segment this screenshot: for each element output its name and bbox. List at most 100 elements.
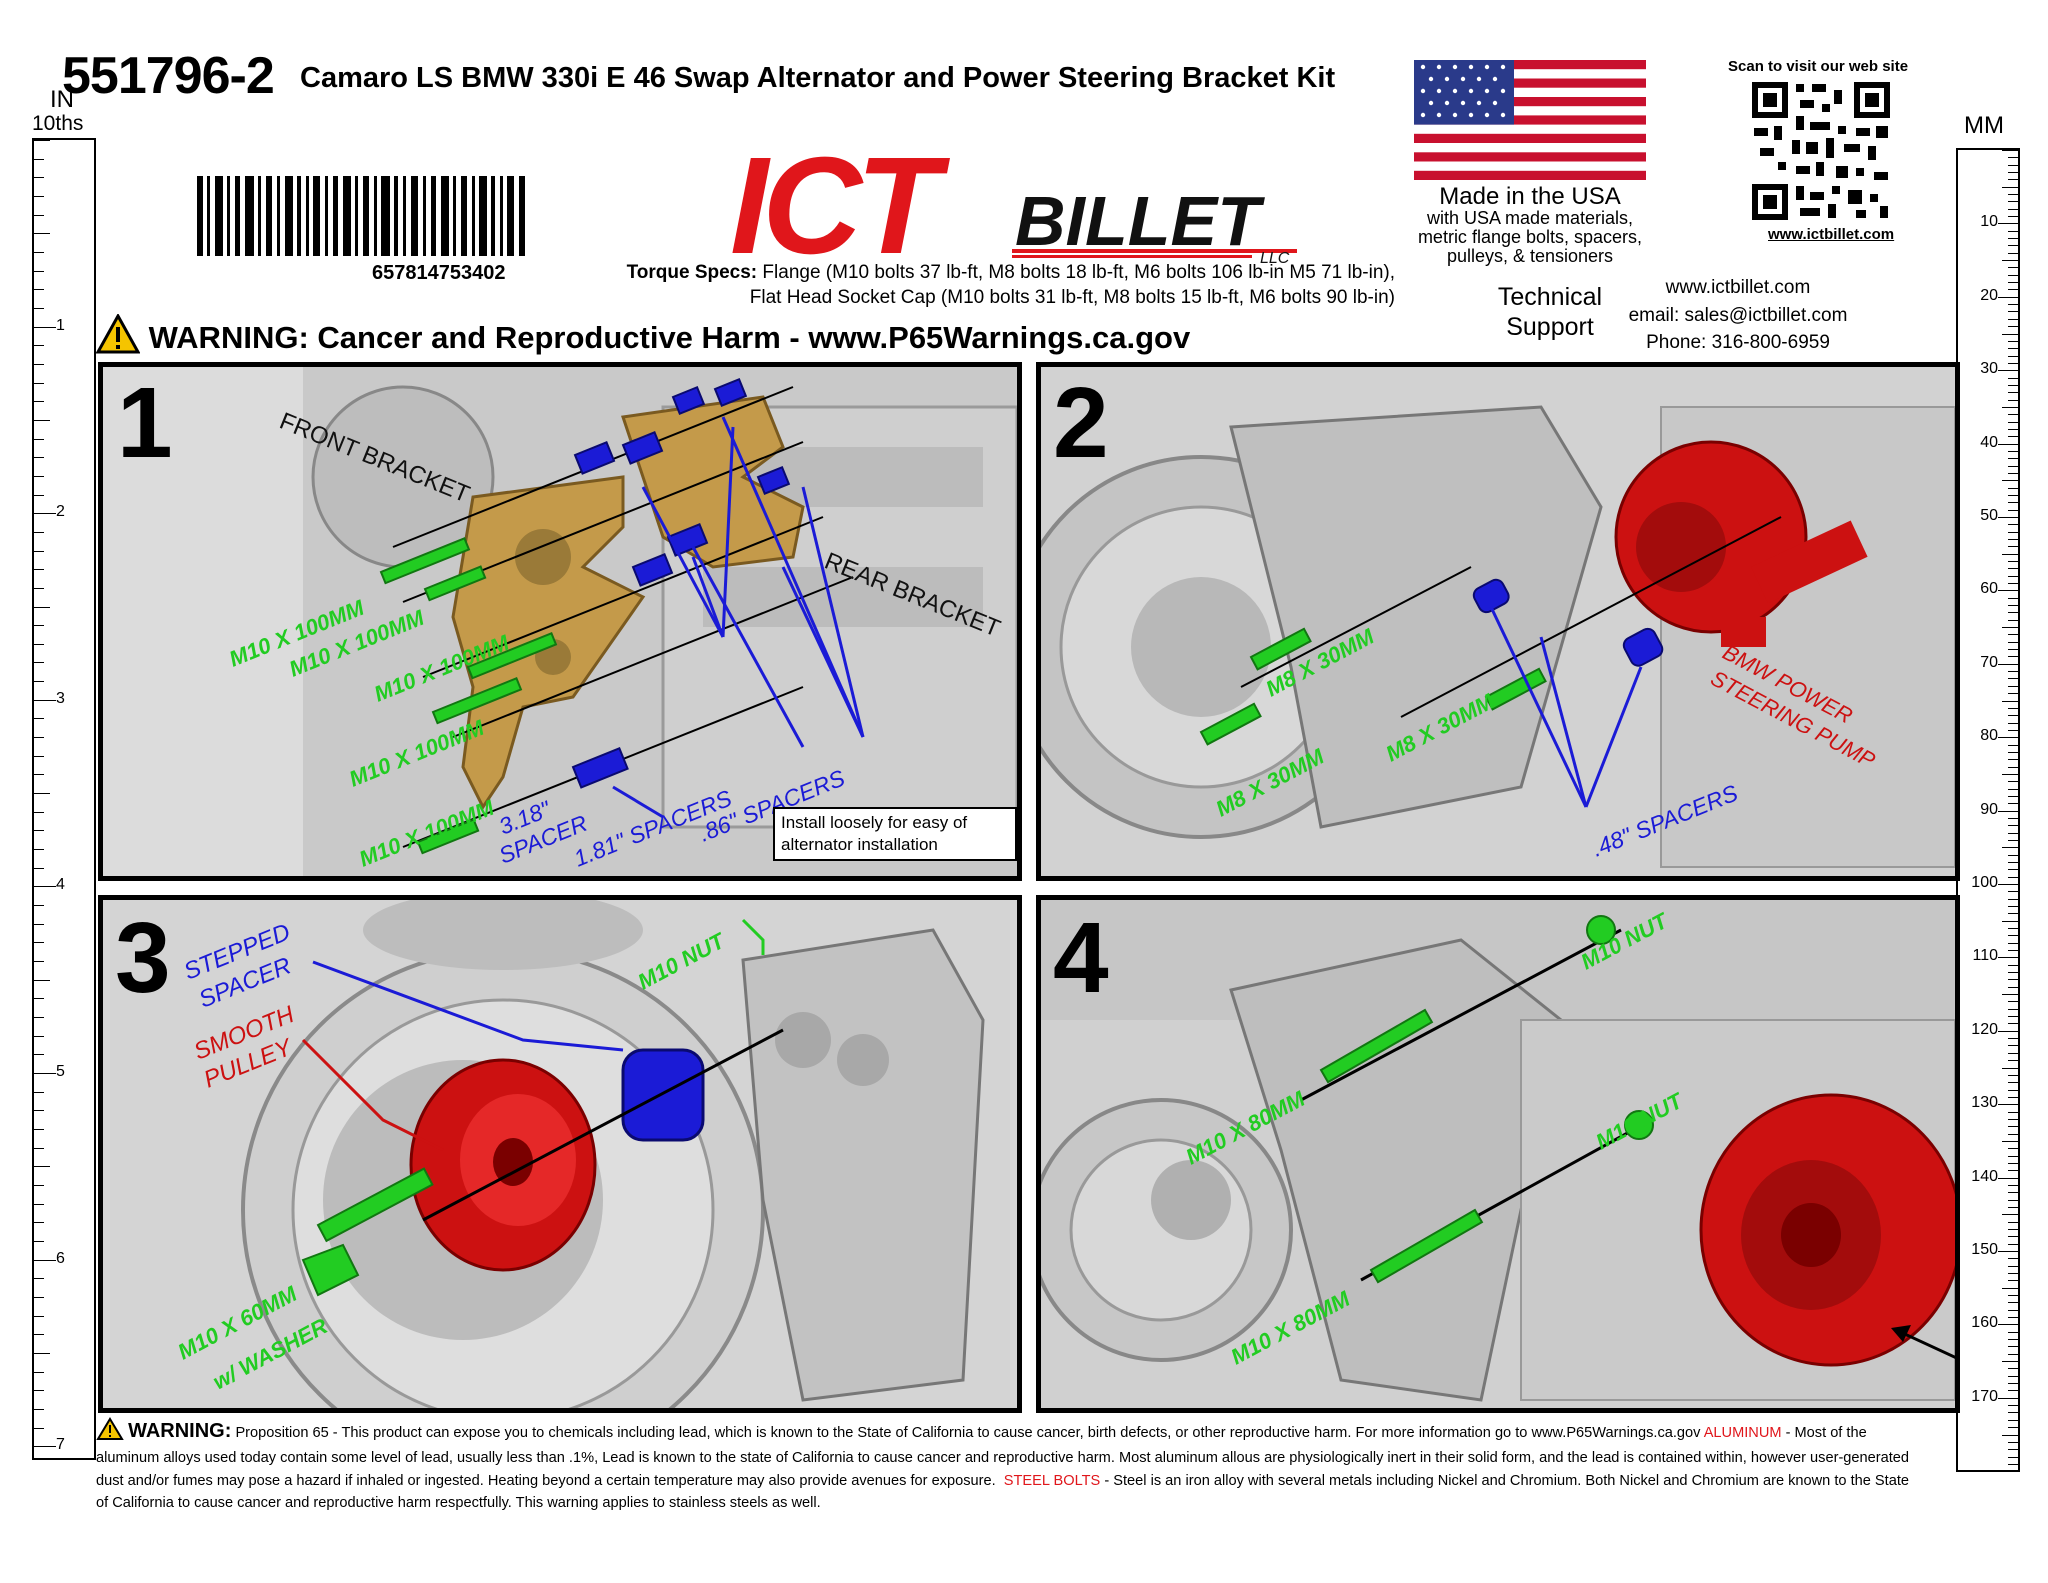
ruler-minor-tick	[2008, 1038, 2018, 1040]
ruler-label: 40	[1980, 433, 1998, 452]
ruler-minor-tick	[34, 923, 44, 925]
ruler-minor-tick	[34, 998, 44, 1000]
ruler-minor-tick	[2008, 1206, 2018, 1208]
ruler-minor-tick	[2008, 744, 2018, 746]
ruler-minor-tick	[2002, 480, 2018, 482]
contact-info: www.ictbillet.com email: sales@ictbillet…	[1598, 274, 1878, 357]
ruler-minor-tick	[2008, 502, 2018, 504]
ruler-minor-tick	[34, 401, 44, 403]
ruler-minor-tick	[34, 625, 44, 627]
ruler-minor-tick	[34, 1315, 44, 1317]
ruler-minor-tick	[34, 1203, 44, 1205]
ruler-label: 3	[56, 689, 65, 708]
ruler-minor-tick	[2002, 406, 2018, 408]
ruler-minor-tick	[2008, 1258, 2018, 1260]
install-note-line-1: Install loosely for easy of	[781, 813, 968, 832]
ruler-minor-tick	[2008, 1045, 2018, 1047]
aluminum-label: ALUMINUM	[1703, 1425, 1782, 1441]
ruler-minor-tick	[2008, 839, 2018, 841]
ruler-label: 7	[56, 1436, 65, 1455]
ruler-minor-tick	[34, 755, 44, 757]
ruler-minor-tick	[34, 811, 44, 813]
ruler-minor-tick	[2008, 1096, 2018, 1098]
ruler-minor-tick	[34, 1035, 44, 1037]
ruler-minor-tick	[2008, 1162, 2018, 1164]
install-note-line-2: alternator installation	[781, 835, 938, 855]
ruler-minor-tick	[2008, 1463, 2018, 1465]
ruler-minor-tick	[34, 1278, 44, 1280]
ruler-major-tick	[1996, 590, 2018, 592]
ruler-minor-tick	[2008, 803, 2018, 805]
ruler-minor-tick	[2008, 1184, 2018, 1186]
ruler-minor-tick	[2008, 458, 2018, 460]
ruler-minor-tick	[34, 1427, 44, 1429]
footer-warning-label: WARNING:	[128, 1420, 232, 1442]
made-in-usa-line-2: with USA made materials,	[1426, 208, 1634, 229]
ruler-minor-tick	[2008, 1375, 2018, 1377]
ruler-minor-tick	[2008, 649, 2018, 651]
ruler-minor-tick	[2008, 531, 2018, 533]
ruler-minor-tick	[34, 289, 44, 291]
part-number: 551796-2	[62, 47, 275, 105]
ruler-minor-tick	[2002, 847, 2018, 849]
ruler-minor-tick	[34, 438, 44, 440]
ruler-minor-tick	[2008, 421, 2018, 423]
ruler-minor-tick	[2008, 1155, 2018, 1157]
ruler-minor-tick	[34, 830, 44, 832]
logo-main: ICT	[730, 135, 950, 265]
ruler-minor-tick	[2008, 450, 2018, 452]
ruler-major-tick	[1996, 370, 2018, 372]
ruler-minor-tick	[2008, 1390, 2018, 1392]
ruler-minor-tick	[2008, 289, 2018, 291]
ruler-minor-tick	[2008, 942, 2018, 944]
ruler-minor-tick	[2008, 230, 2018, 232]
qr-code[interactable]	[1752, 82, 1890, 220]
ruler-minor-tick	[34, 793, 50, 795]
ruler-minor-tick	[2008, 539, 2018, 541]
ruler-label: 140	[1971, 1167, 1998, 1186]
ruler-minor-tick	[2008, 876, 2018, 878]
ruler-minor-tick	[2008, 641, 2018, 643]
ruler-minor-tick	[2008, 1441, 2018, 1443]
ruler-minor-tick	[34, 1352, 50, 1354]
ruler-minor-tick	[2008, 898, 2018, 900]
ruler-minor-tick	[2008, 252, 2018, 254]
footer-text-2: Most of the aluminum alloys used today c…	[96, 1425, 1910, 1489]
ruler-minor-tick	[2002, 700, 2018, 702]
ruler-minor-tick	[2008, 509, 2018, 511]
ruler-minor-tick	[2008, 1148, 2018, 1150]
ruler-minor-tick	[34, 195, 44, 197]
ruler-label: 10	[1980, 213, 1998, 232]
support-email-link[interactable]: email: sales@ictbillet.com	[1628, 304, 1848, 326]
ruler-minor-tick	[2008, 1449, 2018, 1451]
ruler-major-tick	[1996, 517, 2018, 518]
ruler-minor-tick	[2008, 1052, 2018, 1054]
step-3-illustration: STEPPED SPACER SMOOTH PULLEY M10 NUT M10…	[103, 900, 1017, 1408]
ruler-minor-tick	[2008, 1008, 2018, 1010]
ruler-minor-tick	[2008, 1368, 2018, 1370]
ruler-minor-tick	[34, 1184, 44, 1186]
step-4-panel: M10 NUT M10 NUT M10 X 80MM M10 X 80MM 4	[1036, 895, 1960, 1413]
ruler-minor-tick	[2008, 436, 2018, 438]
ruler-label: 130	[1971, 1094, 1998, 1113]
ruler-minor-tick	[2008, 788, 2018, 790]
ruler-minor-tick	[2008, 1118, 2018, 1120]
ruler-minor-tick	[2008, 274, 2018, 276]
ruler-minor-tick	[34, 1334, 44, 1336]
ruler-minor-tick	[2008, 1302, 2018, 1304]
ruler-minor-tick	[2008, 766, 2018, 768]
ruler-minor-tick	[2008, 861, 2018, 863]
ruler-minor-tick	[34, 345, 44, 347]
ruler-minor-tick	[2002, 994, 2018, 996]
support-website-link[interactable]: www.ictbillet.com	[1665, 277, 1811, 298]
ruler-major-tick	[1996, 296, 2018, 298]
warning-triangle-icon	[96, 1417, 124, 1440]
ruler-minor-tick	[34, 1017, 44, 1019]
ruler-minor-tick	[2008, 964, 2018, 966]
ruler-minor-tick	[2008, 1353, 2018, 1355]
ruler-minor-tick	[2002, 1140, 2018, 1142]
qr-url-link[interactable]: www.ictbillet.com	[1768, 226, 1895, 243]
ruler-minor-tick	[2008, 311, 2018, 313]
ruler-minor-tick	[2008, 355, 2018, 357]
ruler-minor-tick	[2008, 1192, 2018, 1194]
